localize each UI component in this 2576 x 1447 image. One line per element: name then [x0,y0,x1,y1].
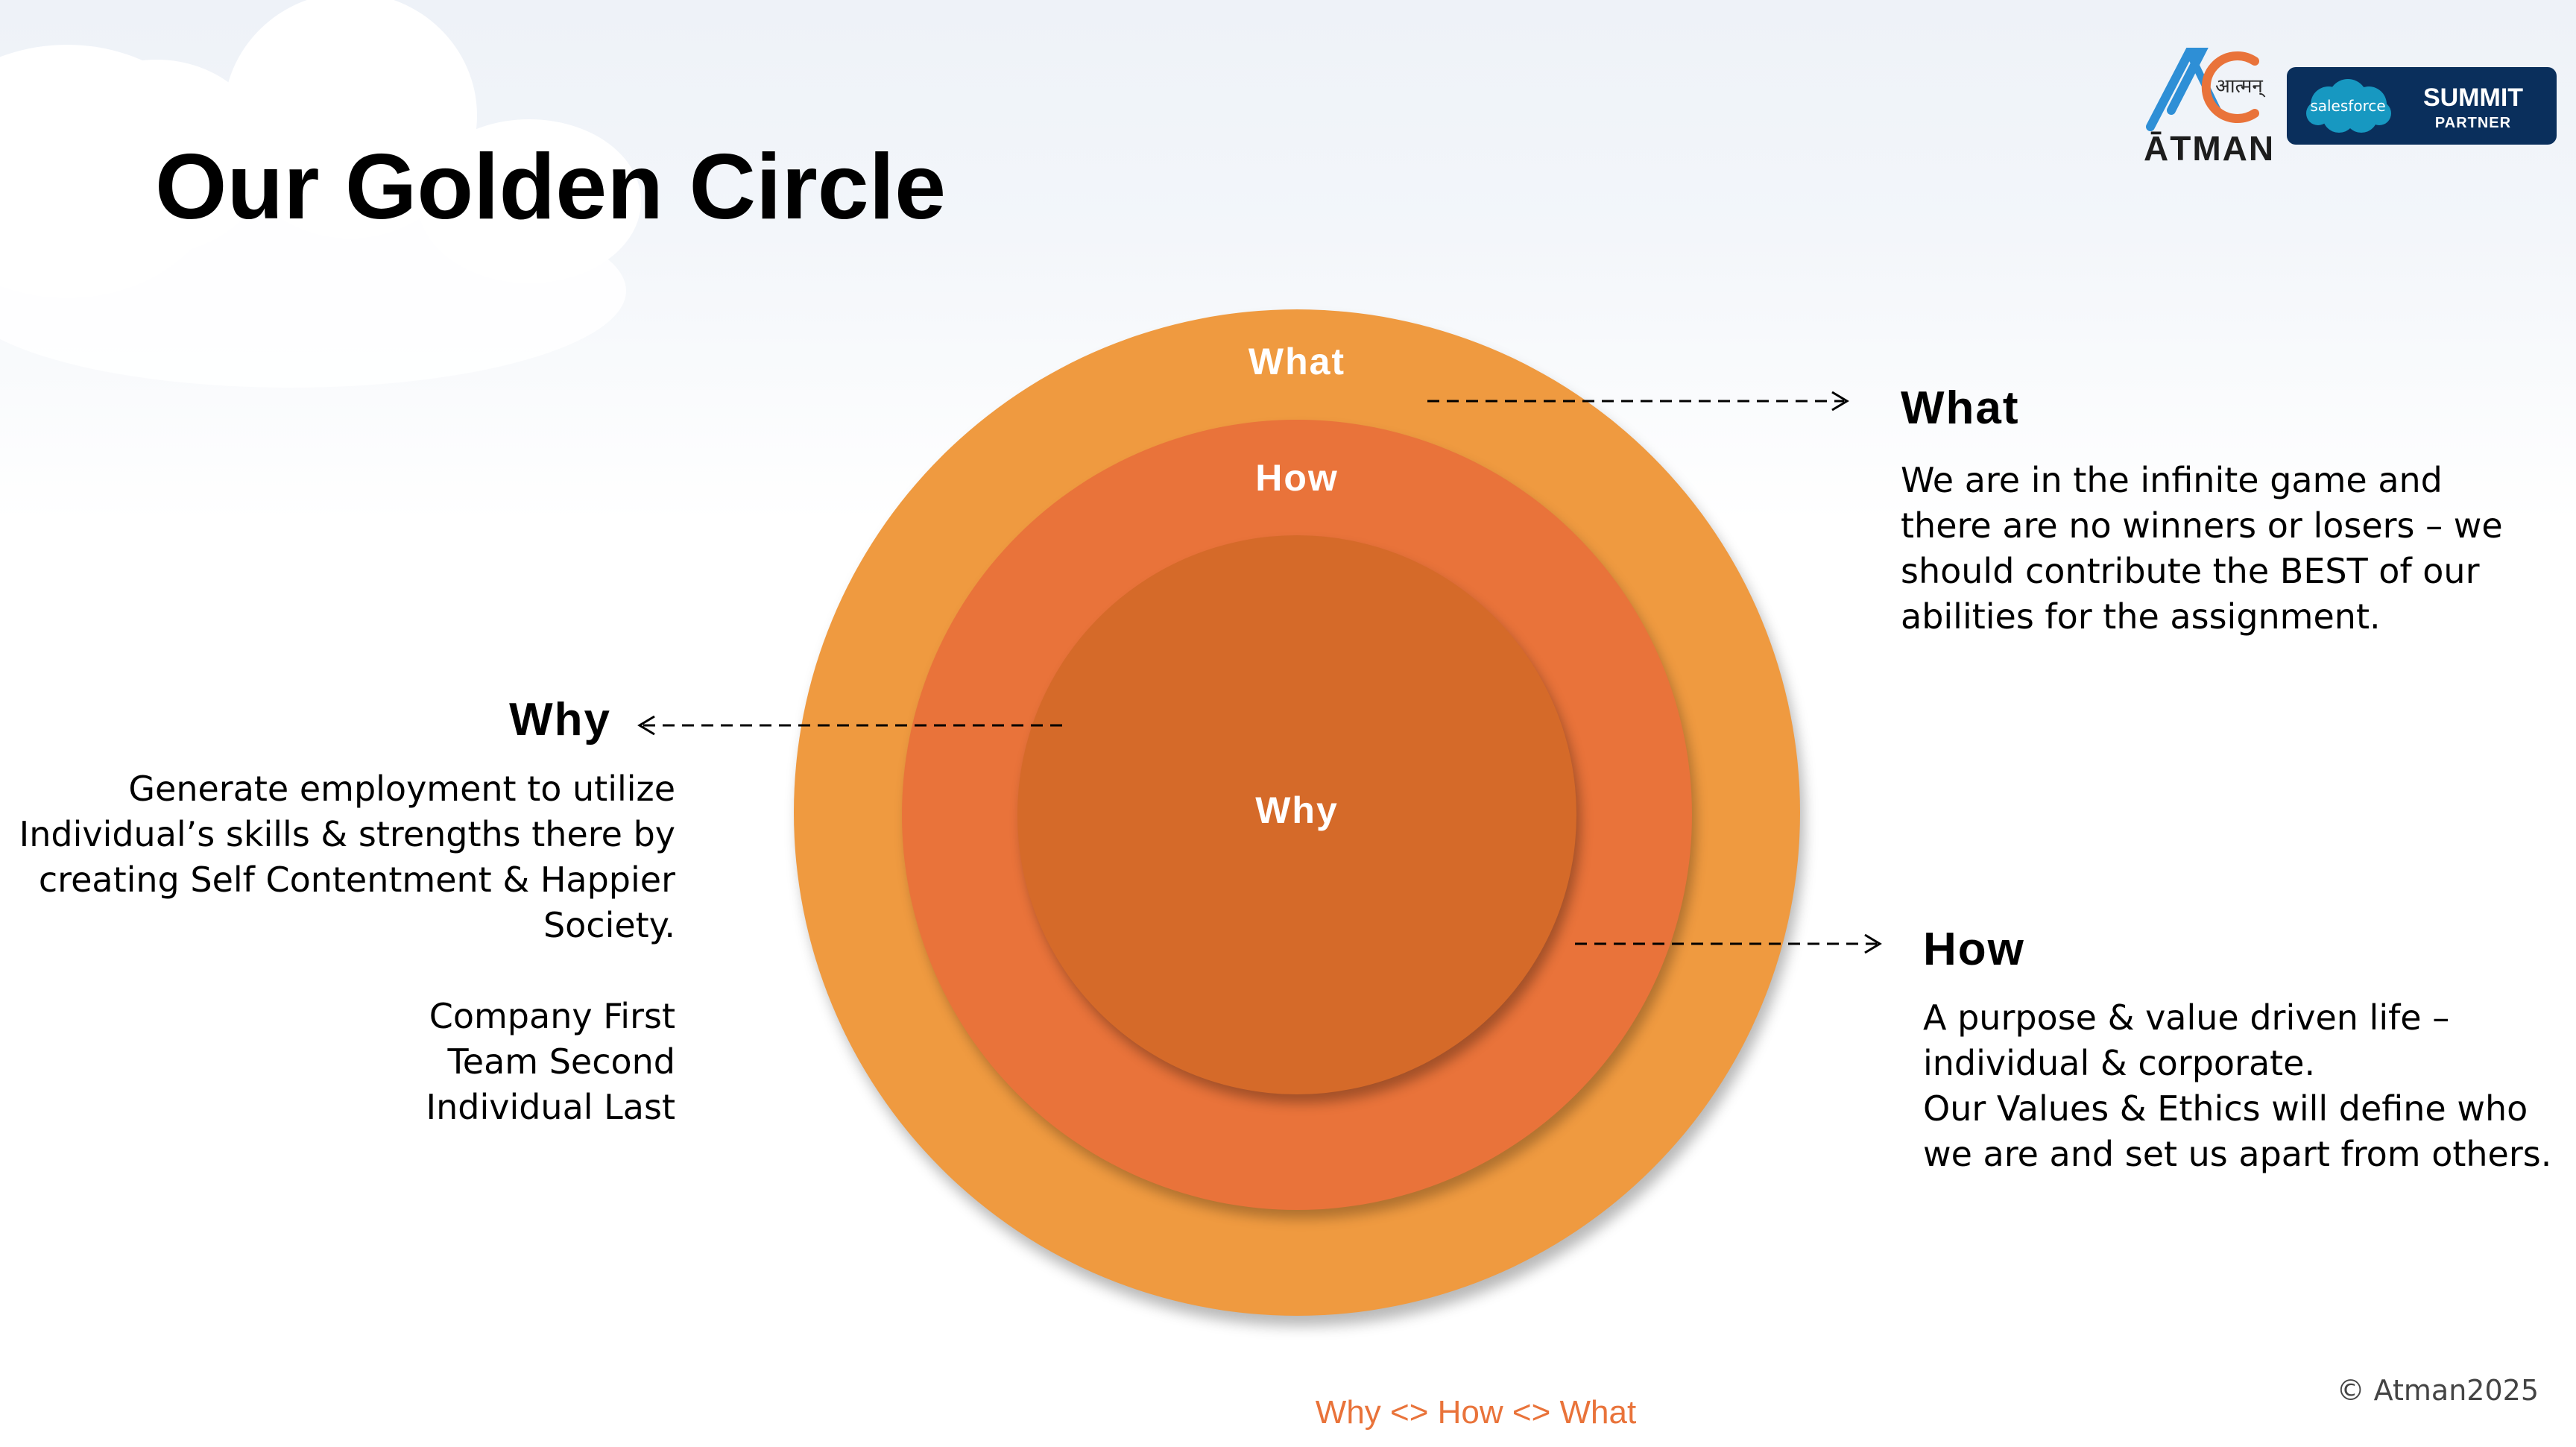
salesforce-summit-partner-badge: salesforce SUMMIT PARTNER [2287,67,2557,145]
middle-ring-label: How [1255,457,1339,499]
atman-hindi-text: आत्मन् [2215,75,2263,98]
salesforce-cloud-label: salesforce [2310,97,2386,115]
what-description: We are in the infinite game and there ar… [1901,458,2503,640]
what-line: We are in the infinite game and [1901,460,2443,500]
how-line: individual & corporate. [1923,1043,2316,1083]
what-line: there are no winners or losers – we [1901,505,2503,546]
why-inner-circle [1017,535,1576,1094]
page-title: Our Golden Circle [155,136,947,239]
how-description: A purpose & value driven life – individu… [1923,995,2551,1177]
why-line: Individual’s skills & strengths there by [19,814,675,854]
footer-caption: Why <> How <> What [1315,1394,1637,1431]
inner-circle-label: Why [1255,789,1339,831]
how-line: we are and set us apart from others. [1923,1134,2552,1174]
priority-item: Team Second [447,1041,676,1082]
salesforce-cloud-icon [2306,79,2391,133]
why-line: Generate employment to utilize [128,769,675,809]
summit-label: SUMMIT [2422,83,2524,112]
how-heading: How [1923,924,2025,975]
why-heading: Why [509,694,611,745]
what-line: should contribute the BEST of our [1901,551,2480,591]
copyright-text: © Atman2025 [2336,1374,2539,1407]
sky-background [0,0,2576,522]
why-connector-arrow [637,715,1062,736]
priority-item: Company First [429,996,675,1036]
why-priorities: Company First Team Second Individual Las… [426,994,675,1130]
priority-item: Individual Last [426,1087,675,1127]
what-connector-arrow [1427,391,1849,412]
partner-label: PARTNER [2434,115,2512,131]
why-description: Generate employment to utilize Individua… [19,766,675,948]
atman-logo-icon [2146,48,2259,131]
why-line: Society. [543,905,675,945]
outer-ring-label: What [1248,341,1346,382]
cloud-shape [0,194,626,388]
why-line: creating Self Contentment & Happier [38,860,675,900]
how-line: A purpose & value driven life – [1923,997,2450,1038]
how-connector-arrow [1575,933,1882,954]
what-heading: What [1901,382,2020,434]
how-line: Our Values & Ethics will define who [1923,1088,2528,1129]
atman-wordmark: ĀTMAN [2144,129,2276,168]
what-line: abilities for the assignment. [1901,596,2381,637]
